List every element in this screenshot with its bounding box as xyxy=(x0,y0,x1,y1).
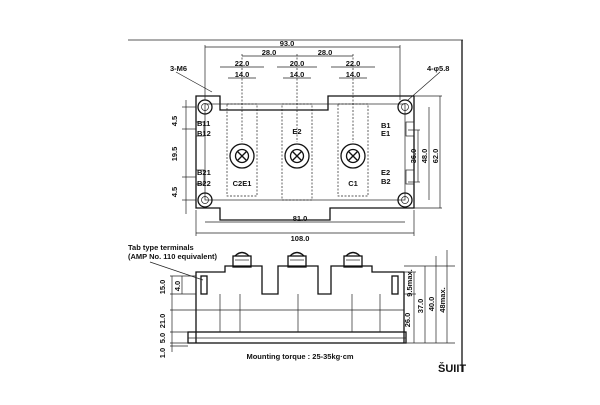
top-dimension-lines xyxy=(204,45,401,142)
mounting-hole-top-right xyxy=(397,99,413,115)
dim-4-5-bottom: 4.5 xyxy=(170,187,179,197)
dim-108: 108.0 xyxy=(291,234,310,243)
dim-19-5: 19.5 xyxy=(170,147,179,162)
dim-48: 48.0 xyxy=(420,149,429,164)
label-b21: B21 xyxy=(197,168,211,177)
dim-37: 37.0 xyxy=(416,299,425,314)
side-screw-right xyxy=(343,251,363,268)
dim-81: 81.0 xyxy=(293,214,308,223)
side-view: Tab type terminals (AMP No. 110 equivale… xyxy=(128,243,455,361)
tab-terminal-right xyxy=(391,275,399,295)
dim-40: 40.0 xyxy=(427,297,436,312)
dim-9-5max: 9.5max. xyxy=(405,269,414,297)
dim-21: 21.0 xyxy=(158,314,167,329)
label-b22: B22 xyxy=(197,179,211,188)
dim-62: 62.0 xyxy=(431,149,440,164)
dim-14-center: 14.0 xyxy=(290,70,305,79)
label-e2-center: E2 xyxy=(292,127,301,136)
dim-14-right: 14.0 xyxy=(346,70,361,79)
dim-22-left: 22.0 xyxy=(235,59,250,68)
right-dimension-lines xyxy=(408,95,442,209)
dim-36: 36.0 xyxy=(409,149,418,164)
label-e1: E1 xyxy=(381,129,390,138)
bottom-dimension-lines xyxy=(195,210,415,236)
label-e2-right: E2 xyxy=(381,168,390,177)
screw-terminal-center xyxy=(284,143,310,169)
torque-note: Mounting torque : 25-35kg·cm xyxy=(246,352,353,361)
mounting-hole-bottom-right xyxy=(397,192,413,208)
top-view: 93.0 28.0 28.0 22.0 20.0 22.0 14.0 14.0 … xyxy=(170,39,449,243)
screw-terminal-right xyxy=(340,143,366,169)
tab-terminal-left xyxy=(200,275,208,295)
label-c1: C1 xyxy=(348,179,358,188)
dim-4-5-top: 4.5 xyxy=(170,116,179,126)
top-view-outline xyxy=(195,95,415,221)
dim-15: 15.0 xyxy=(158,280,167,295)
dim-22-right: 22.0 xyxy=(346,59,361,68)
label-b1: B1 xyxy=(381,121,391,130)
dim-pitch-right: 28.0 xyxy=(318,48,333,57)
label-b12: B12 xyxy=(197,129,211,138)
label-b11: B11 xyxy=(197,119,210,128)
side-view-outline xyxy=(195,265,405,343)
dim-48max: 48max. xyxy=(438,287,447,312)
left-dimension-lines xyxy=(182,100,196,214)
dim-26: 26.0 xyxy=(403,313,412,328)
side-screw-center xyxy=(287,251,307,268)
mounting-hole-bottom-left xyxy=(197,192,213,208)
hole-label: 4-φ5.8 xyxy=(427,64,449,73)
dim-5: 5.0 xyxy=(158,333,167,343)
tab-note-line2: (AMP No. 110 equivalent) xyxy=(128,252,218,261)
dim-20-center: 20.0 xyxy=(290,59,305,68)
dim-1: 1.0 xyxy=(158,348,167,358)
dim-4: 4.0 xyxy=(173,281,182,291)
screw-label: 3-M6 xyxy=(170,64,187,73)
side-right-dimension-lines xyxy=(404,250,455,344)
side-screw-left xyxy=(232,251,252,268)
tab-note-line1: Tab type terminals xyxy=(128,243,194,252)
dim-overall: 93.0 xyxy=(280,39,295,48)
label-c2e1: C2E1 xyxy=(233,179,252,188)
label-b2: B2 xyxy=(381,177,391,186)
corner-text: ŠUIIT xyxy=(438,362,466,375)
screw-terminal-left xyxy=(229,143,255,169)
sheet-frame xyxy=(128,39,463,372)
dim-pitch-left: 28.0 xyxy=(262,48,277,57)
dim-14-left: 14.0 xyxy=(235,70,250,79)
side-left-dimension-lines xyxy=(170,275,196,352)
